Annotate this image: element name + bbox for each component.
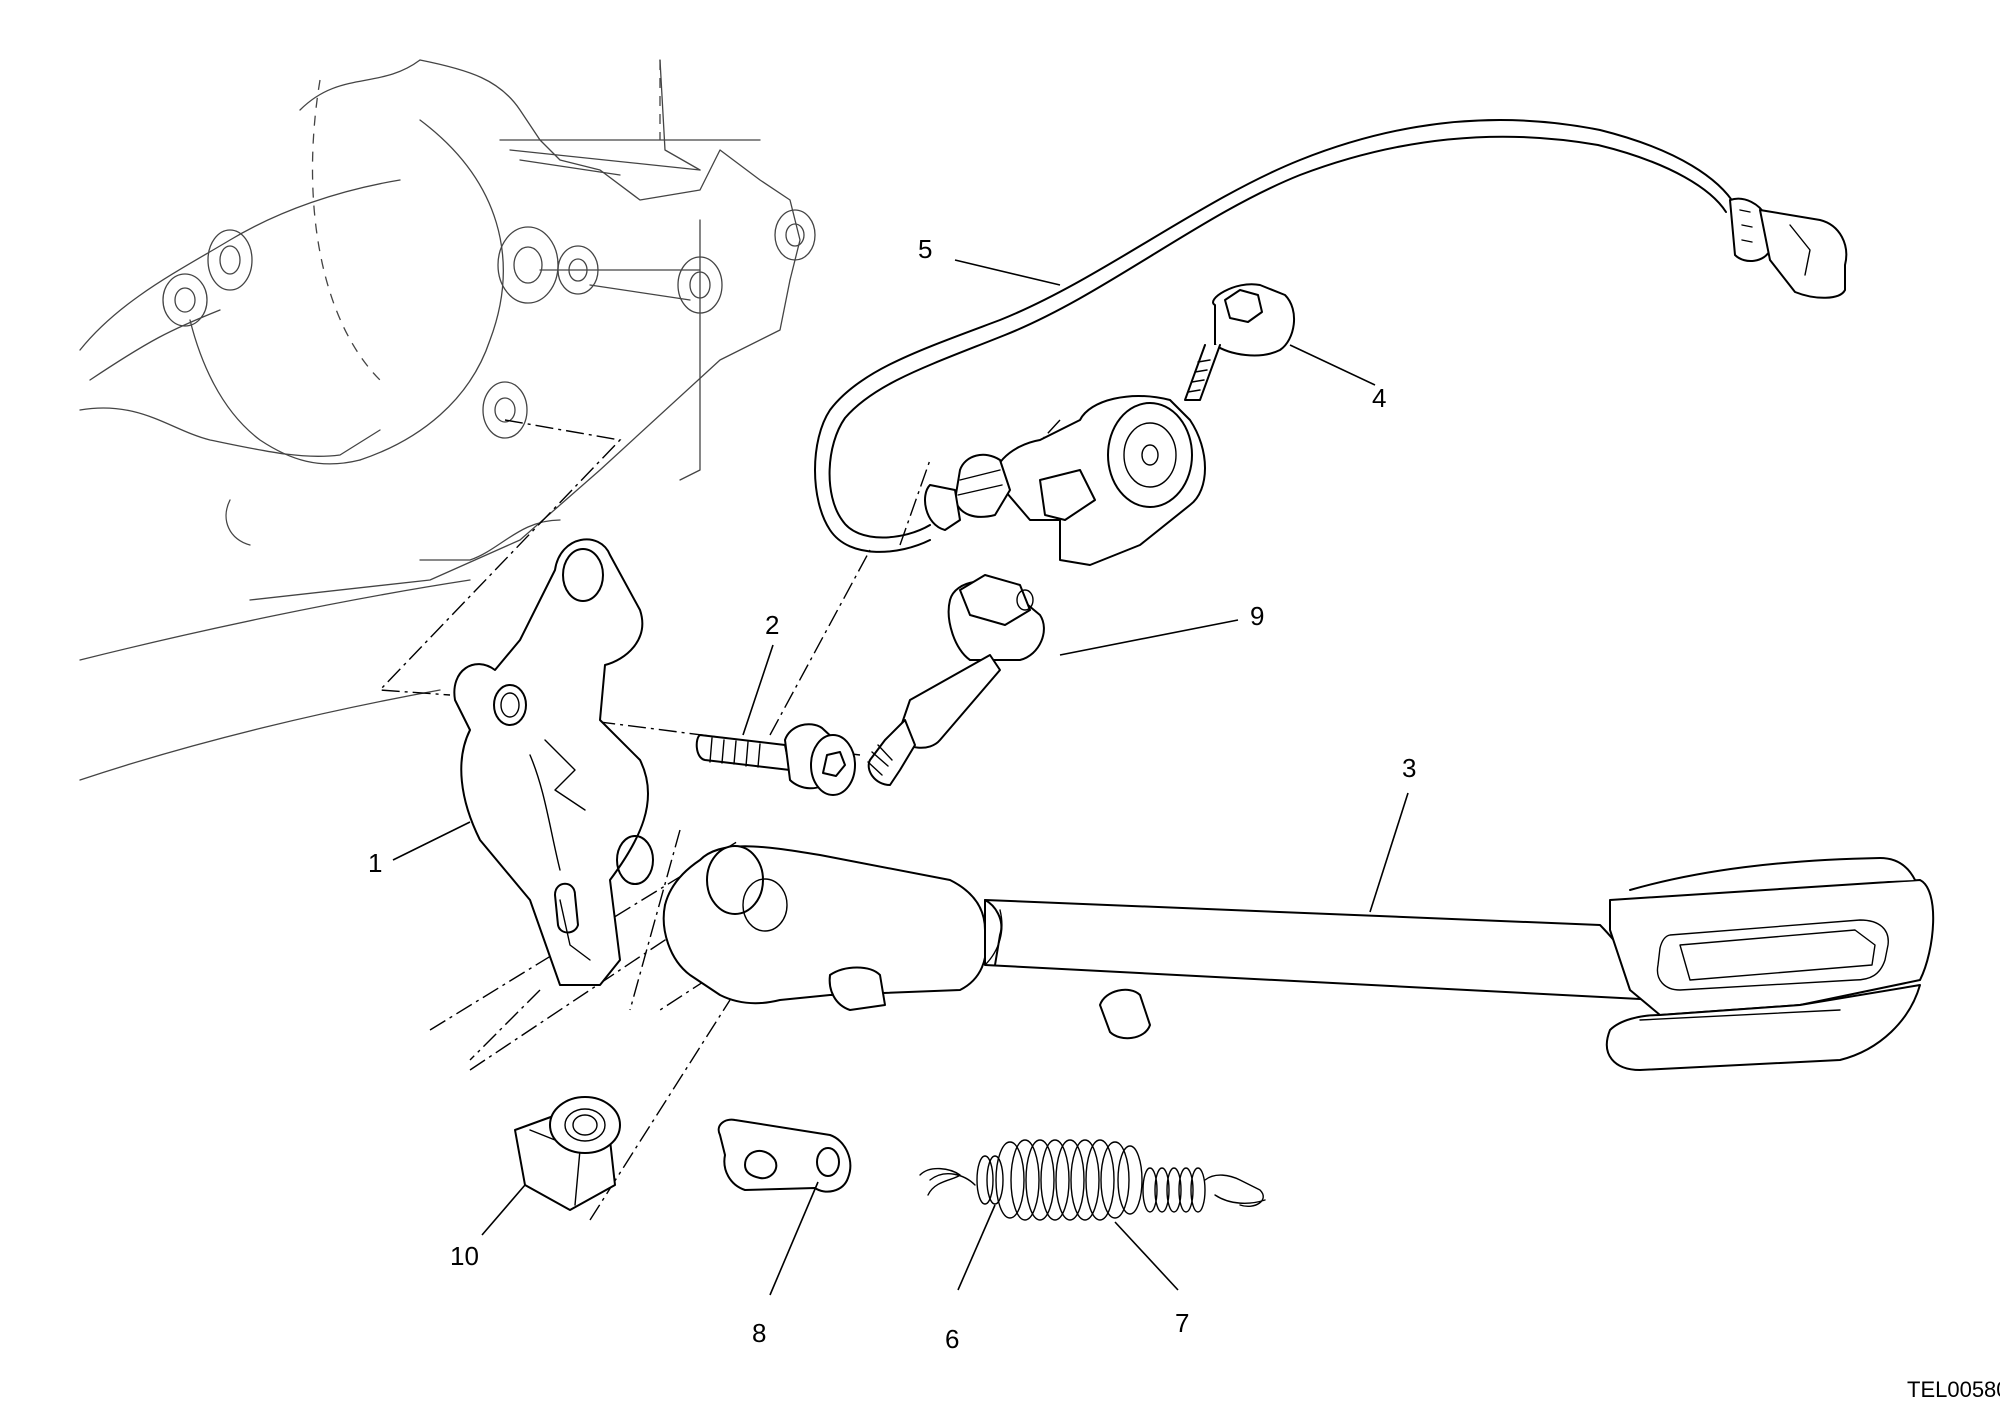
callout-1: 1 <box>368 848 382 878</box>
sensor-screw-part <box>1184 283 1296 401</box>
callout-9: 9 <box>1250 601 1264 631</box>
callout-4: 4 <box>1372 383 1386 413</box>
callout-10: 10 <box>450 1241 479 1271</box>
leader-2 <box>742 644 774 736</box>
leader-1 <box>392 821 471 861</box>
leader-7 <box>1114 1221 1179 1291</box>
callout-labels: 1 2 3 4 5 6 7 8 9 10 <box>368 234 1416 1354</box>
callout-7: 7 <box>1175 1308 1189 1338</box>
sensor-cable-part <box>814 119 1848 566</box>
leader-5 <box>954 259 1061 286</box>
callout-3: 3 <box>1402 753 1416 783</box>
spring-inner <box>976 1155 1206 1213</box>
callout-8: 8 <box>752 1318 766 1348</box>
engine-case-ghost <box>79 59 816 781</box>
leader-8 <box>769 1181 819 1296</box>
callout-2: 2 <box>765 610 779 640</box>
nut-part <box>514 1096 621 1211</box>
callout-5: 5 <box>918 234 932 264</box>
leader-4 <box>1289 344 1376 386</box>
leader-3 <box>1369 792 1409 913</box>
pivot-bolt-part <box>867 574 1045 786</box>
bracket-part <box>453 538 654 986</box>
leader-6 <box>957 1204 996 1291</box>
spring-outer <box>995 1139 1143 1221</box>
callout-6: 6 <box>945 1324 959 1354</box>
leader-9 <box>1059 619 1239 656</box>
document-id: TEL00580 <box>1907 1377 2000 1402</box>
plate-part <box>717 1118 852 1193</box>
leader-10 <box>481 1184 526 1236</box>
screw-part <box>695 723 856 796</box>
springs-part <box>919 1139 1266 1221</box>
side-stand-part <box>662 845 1935 1071</box>
leader-lines <box>392 259 1409 1296</box>
